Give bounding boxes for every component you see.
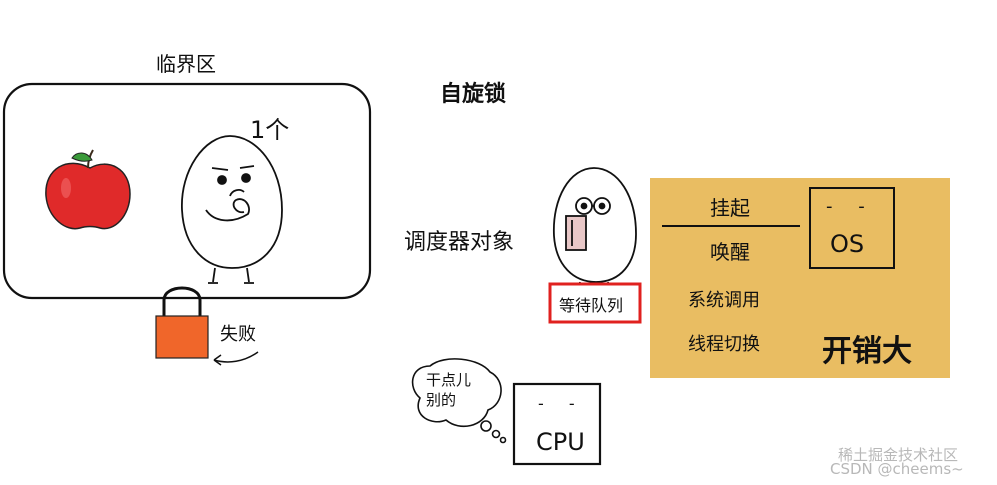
waiting-queue-box xyxy=(548,282,642,324)
syscall-label: 系统调用 xyxy=(688,290,760,311)
thought-bubble xyxy=(411,358,507,444)
critical-section-box xyxy=(2,82,372,300)
main-title: 自旋锁 xyxy=(440,82,507,107)
waiting-queue-label: 等待队列 xyxy=(559,296,624,315)
egg-character-thinking xyxy=(181,135,283,284)
scheduler-label: 调度器对象 xyxy=(404,230,515,255)
cpu-label: CPU xyxy=(536,428,585,456)
fail-label: 失败 xyxy=(220,324,256,345)
watermark-csdn: CSDN @cheems~ xyxy=(830,460,964,478)
os-panel xyxy=(650,178,950,378)
fail-arrow xyxy=(213,351,259,363)
cpu-face: - - xyxy=(538,394,585,413)
thread-switch-label: 线程切换 xyxy=(688,334,760,355)
egg-character-scheduler xyxy=(553,167,637,293)
wake-label: 唤醒 xyxy=(710,240,750,264)
os-face: - - xyxy=(826,196,875,217)
thought-text: 干点儿别的 xyxy=(426,371,472,409)
overhead-label: 开销大 xyxy=(822,334,912,369)
lock-icon xyxy=(155,286,209,359)
os-box xyxy=(809,187,895,269)
suspend-label: 挂起 xyxy=(710,196,750,220)
count-label: 1个 xyxy=(250,116,290,144)
os-label: OS xyxy=(830,230,865,258)
critical-section-title: 临界区 xyxy=(156,52,216,76)
apple-icon xyxy=(45,149,131,230)
watermark-juejin: 稀土掘金技术社区 xyxy=(838,446,959,464)
cpu-box xyxy=(512,382,602,466)
